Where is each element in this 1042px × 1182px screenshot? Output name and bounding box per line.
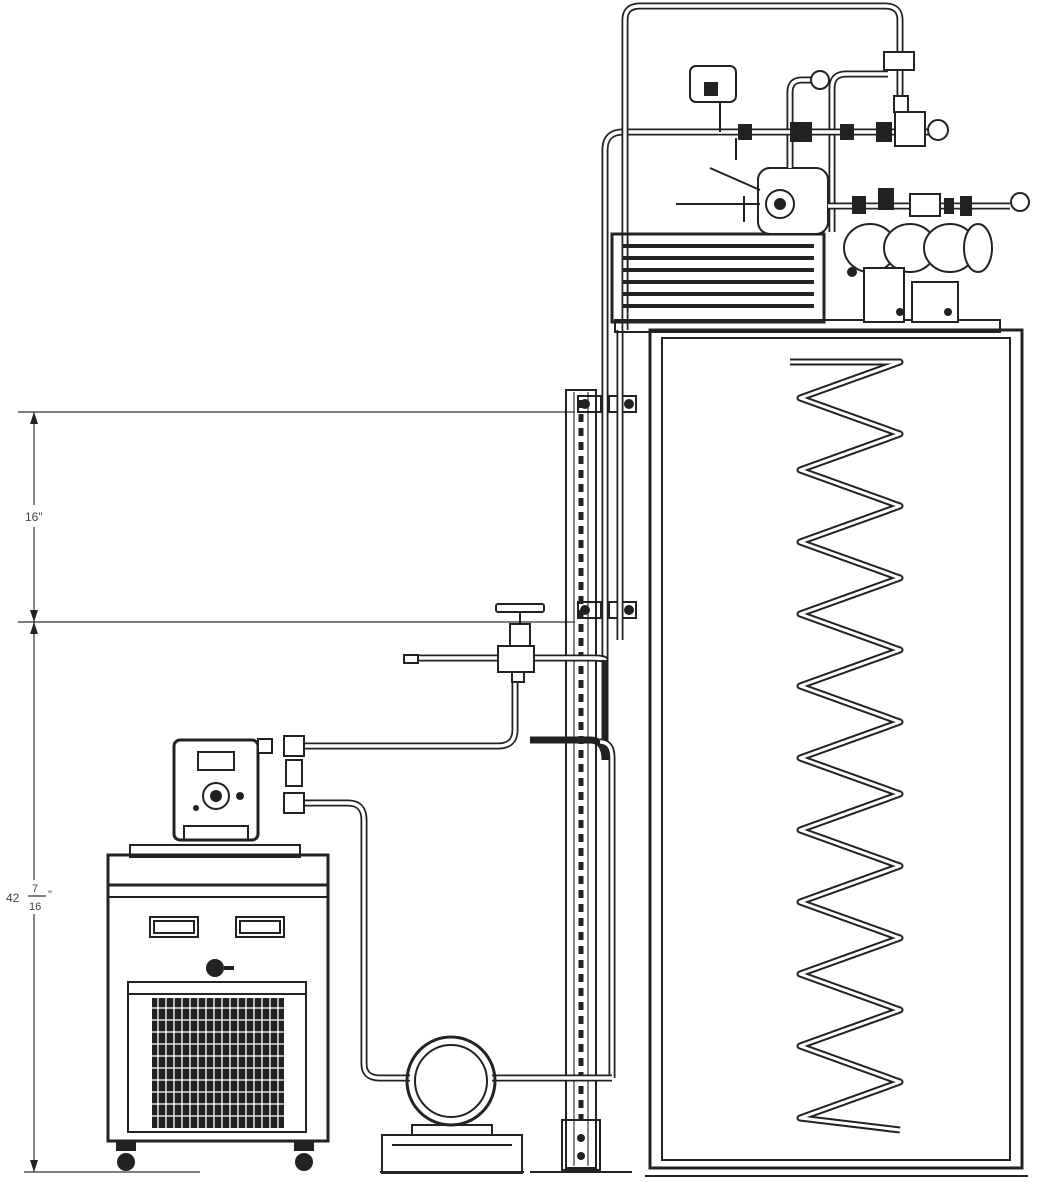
condenser-fins <box>622 244 814 308</box>
three-way-valve <box>403 603 545 683</box>
dim-label-lower-numerator: 7 <box>32 883 38 895</box>
pipe-loop-top <box>530 660 609 761</box>
strut-base <box>561 1119 601 1171</box>
fitting-upper <box>283 735 305 757</box>
manifold-cylinders <box>843 223 993 277</box>
chiller-lid <box>106 853 330 887</box>
valve-body <box>497 645 535 673</box>
metering-pump <box>172 735 305 842</box>
check-valve <box>285 759 303 787</box>
sight-glass <box>909 193 941 217</box>
chiller-cabinet <box>106 883 330 1143</box>
dim-label-lower-unit: " <box>48 889 52 901</box>
circulator-pump <box>380 1035 524 1174</box>
strut-body <box>565 389 597 1169</box>
fitting-lower <box>283 792 305 814</box>
pump-display <box>197 751 235 771</box>
pipe-supply-lower <box>300 799 410 1082</box>
dimension-lines: 16" 42 7 16 " <box>4 411 575 1173</box>
top-equipment <box>610 51 1030 333</box>
dim-label-lower-whole: 42 <box>6 891 20 905</box>
circulator-mount <box>411 1124 493 1136</box>
chiller-panel <box>127 981 307 1133</box>
pipe-return-down <box>599 738 616 1078</box>
arrow-mid-down <box>30 622 38 634</box>
pressure-gauge-right <box>1010 192 1030 212</box>
chiller-unit <box>106 844 330 1171</box>
valve-stem <box>509 623 531 647</box>
pressure-gauge-top <box>810 70 830 90</box>
grille-lines <box>152 998 284 1128</box>
valve-handle <box>495 603 545 613</box>
arrow-mid-up <box>30 610 38 622</box>
dim-label-gap-lower <box>4 880 64 914</box>
arrow-top <box>30 412 38 424</box>
condenser-box <box>610 232 826 324</box>
chiller-grille <box>152 998 284 1128</box>
dim-label-lower-denominator: 16 <box>29 901 41 913</box>
top-tee-fitting <box>883 51 915 71</box>
arrow-bottom <box>30 1160 38 1172</box>
chiller-knob <box>206 959 224 977</box>
filter-housing-2 <box>911 281 959 323</box>
circulator-stand <box>381 1134 523 1174</box>
tank-inner <box>661 337 1011 1161</box>
caster-right <box>295 1153 313 1171</box>
pipe-supply-upper <box>300 670 519 750</box>
valve-top-right <box>894 111 926 147</box>
dim-label-upper: 16" <box>25 510 43 524</box>
caster-left <box>117 1153 135 1171</box>
circulator-volute <box>405 1035 497 1127</box>
piping <box>300 2 904 1082</box>
dim-label-gap-upper <box>22 505 46 527</box>
storage-tank <box>645 328 1028 1177</box>
equipment-base-plate <box>614 319 1001 333</box>
